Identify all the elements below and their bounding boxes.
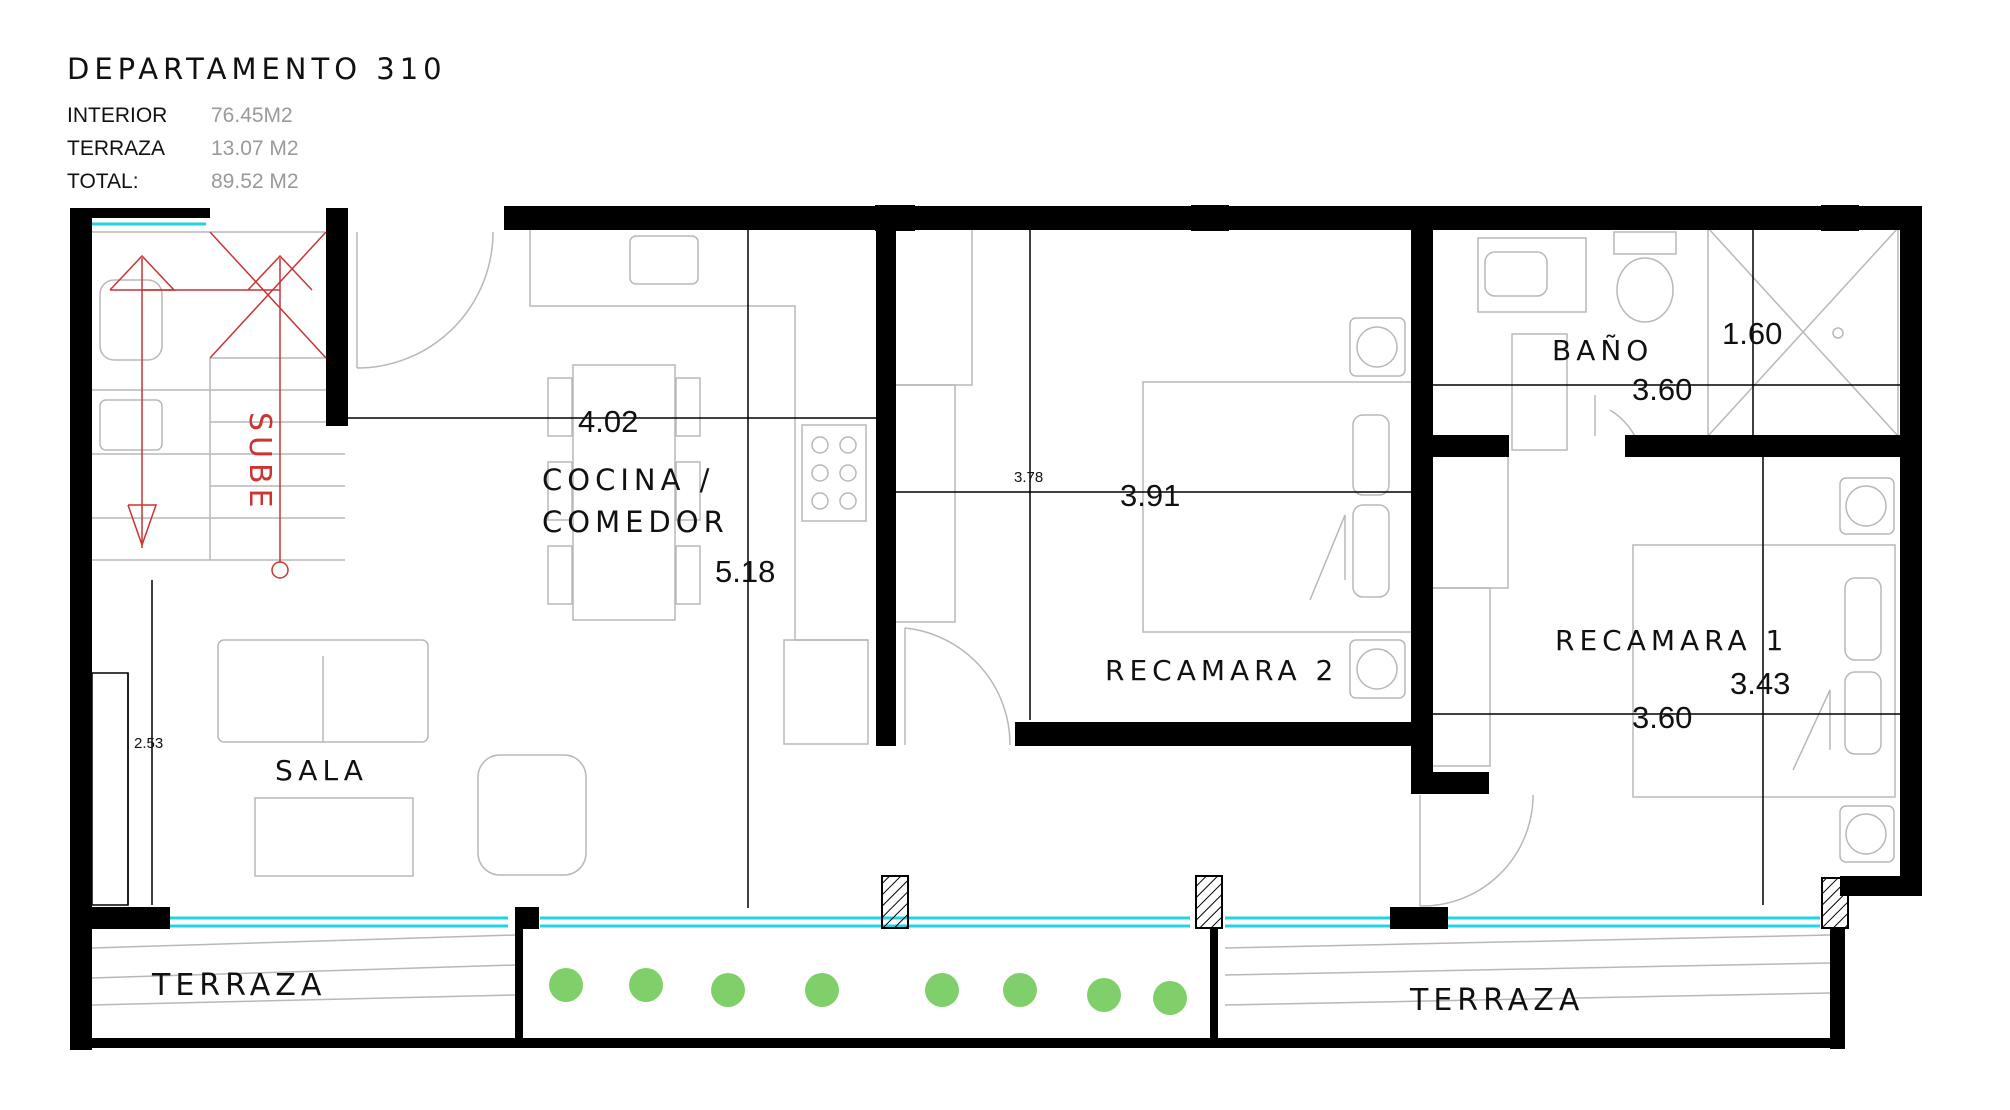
dimension-lines [91,222,1900,908]
room-label-bano: BAÑO [1552,334,1653,367]
wardrobe [895,227,973,623]
wardrobe-recamara-1 [1431,447,1509,767]
dim-bano-depth: 1.60 [1722,316,1782,351]
room-label-comedor: COMEDOR [542,505,729,539]
room-label-terraza-left: TERRAZA [151,968,326,1003]
kitchen-counter [529,228,869,745]
stair-arrows [109,231,327,579]
columns [875,205,1859,929]
windows [92,208,1820,928]
dim-sala-small: 2.53 [134,735,163,752]
furniture [91,227,1899,1006]
dining-table [547,364,701,621]
area-value-total: 89.52 M2 [211,170,299,193]
room-label-terraza-right: TERRAZA [1409,983,1584,1018]
dim-cocina-width: 4.02 [578,404,638,439]
area-row-interior: INTERIOR 76.45M2 [67,104,293,128]
bed-recamara-2 [1142,317,1414,699]
area-value-interior: 76.45M2 [211,104,293,127]
dim-bano-width: 3.60 [1632,372,1692,407]
terrace-planks [91,934,1831,1006]
stair-label: SUBE [242,412,277,513]
dim-cocina-depth: 5.18 [715,554,775,589]
area-value-terraza: 13.07 M2 [211,137,299,160]
area-row-total: TOTAL: 89.52 M2 [67,170,299,194]
dim-rec2-width: 3.91 [1120,478,1180,513]
stair [92,231,345,561]
dim-rec1-width: 3.60 [1632,700,1692,735]
area-label-terraza: TERRAZA [67,137,166,160]
doors [356,231,1641,907]
bed-recamara-1 [1632,477,1896,863]
plan-title: DEPARTAMENTO 310 [67,52,447,86]
living-furniture [217,639,587,877]
walls [70,206,1922,1050]
bathroom-fixtures [1477,227,1899,451]
room-label-recamara-2: RECAMARA 2 [1105,654,1338,687]
room-label-sala: SALA [275,754,368,787]
room-label-recamara-1: RECAMARA 1 [1555,624,1788,657]
area-row-terraza: TERRAZA 13.07 M2 [67,137,299,161]
planter-plants [549,968,1187,1015]
dim-rec2-depth: 3.78 [1014,469,1043,486]
area-label-total: TOTAL: [67,170,139,193]
dim-rec1-depth: 3.43 [1730,666,1790,701]
room-label-cocina: COCINA / [542,463,714,497]
area-label-interior: INTERIOR [67,104,168,127]
